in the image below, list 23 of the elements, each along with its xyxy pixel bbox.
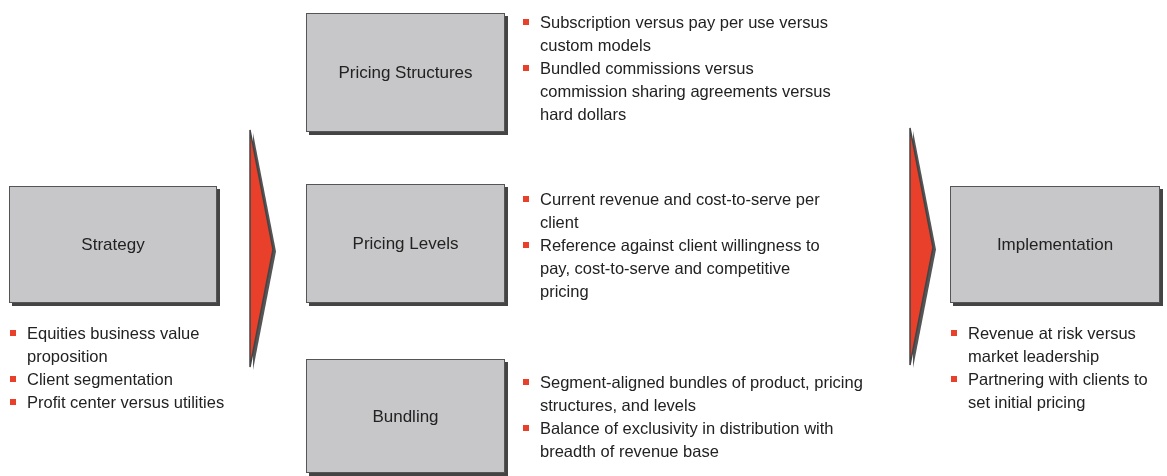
stage-box (306, 13, 505, 132)
bullet-text: Partnering with clients to set initial pricing (951, 368, 1167, 414)
bullet-text: Reference against client willingness to pay, cost-to-serve and competitive pricing (523, 234, 843, 303)
bullet-text: Current revenue and cost-to-serve per client (523, 188, 843, 234)
bullet-text: Subscription versus pay per use versus custom models (523, 11, 843, 57)
bullet-text: Bundled commissions versus commission sharing agreements versus hard dollars (523, 57, 843, 126)
stage-label: Bundling (372, 405, 439, 428)
stage-label: Pricing Structures (338, 62, 473, 84)
stage-box (950, 186, 1160, 303)
stage-box (9, 186, 217, 303)
chevron-arrow (249, 129, 276, 370)
stage-box (306, 359, 505, 473)
bullet-text: Balance of exclusivity in distribution with breadth of revenue base (523, 417, 868, 463)
chevron-arrow (909, 127, 936, 368)
stage-label: Strategy (81, 234, 145, 256)
bullet-text: Client segmentation (10, 368, 225, 391)
stage-box (306, 184, 505, 303)
bullet-text: Revenue at risk versus market leadership (951, 322, 1167, 368)
bullet-text: Profit center versus utilities (10, 391, 225, 414)
stage-label: Pricing Levels (352, 233, 459, 255)
bullet-text: Segment-aligned bundles of product, pricing structures, and levels (523, 371, 868, 417)
stage-label: Implementation (996, 234, 1114, 256)
bullet-text: Equities business value proposition (10, 322, 225, 368)
